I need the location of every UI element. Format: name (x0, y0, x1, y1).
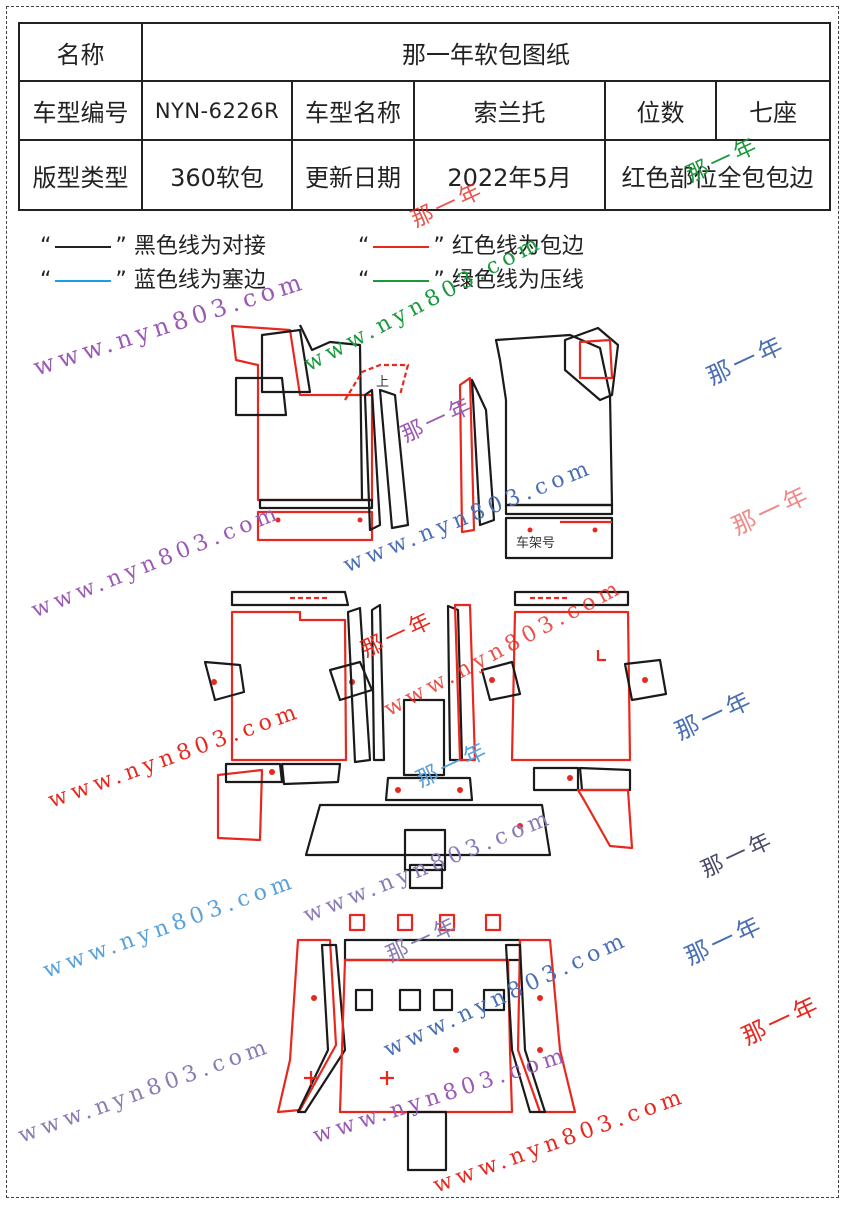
style-value: 360软包 (141, 139, 293, 211)
front-left-mat (230, 324, 374, 542)
frame-number-label: 车架号 (516, 535, 555, 551)
seats-label: 位数 (604, 80, 717, 141)
model-name-value: 索兰托 (413, 80, 606, 141)
legend-black-swatch (55, 246, 112, 248)
page-border (6, 6, 839, 1198)
note-value: 红色部位全包包边 (604, 139, 831, 211)
third-row-center-floor (338, 958, 514, 1172)
third-row-seat-cutouts (343, 913, 522, 1012)
second-row-right-mat (480, 590, 668, 762)
legend-green-text: 绿色线为压线 (451, 268, 584, 293)
name-label: 名称 (18, 22, 143, 82)
legend-black-text: 黑色线为对接 (133, 234, 266, 259)
legend-black: “” 黑色线为对接 (40, 234, 266, 259)
legend-red-swatch (373, 246, 430, 248)
legend-green-swatch (373, 280, 430, 282)
info-table: 名称 那一年软包图纸 车型编号 NYN-6226R 车型名称 索兰托 位数 七座… (18, 22, 831, 211)
up-direction-label: 上 (376, 375, 389, 390)
third-row-right-panel (504, 938, 577, 1114)
model-code-label: 车型编号 (18, 80, 143, 141)
legend-blue-swatch (55, 280, 112, 282)
legend-blue: “” 蓝色线为塞边 (40, 268, 266, 293)
style-label: 版型类型 (18, 139, 143, 211)
legend-blue-text: 蓝色线为塞边 (133, 268, 266, 293)
front-right-mat (494, 326, 620, 560)
third-row-left-panel (276, 938, 347, 1114)
second-row-left-mat (203, 590, 374, 764)
name-value: 那一年软包图纸 (141, 22, 831, 82)
legend-green: “” 绿色线为压线 (358, 268, 584, 293)
center-tunnel-strips (344, 363, 496, 534)
legend-red-text: 红色线为包边 (451, 234, 584, 259)
model-name-label: 车型名称 (291, 80, 415, 141)
legend-red: “” 红色线为包边 (358, 234, 584, 259)
seats-value: 七座 (715, 80, 831, 141)
update-value: 2022年5月 (413, 139, 606, 211)
second-row-center (370, 603, 477, 802)
second-row-rear-pieces (216, 762, 634, 890)
model-code-value: NYN-6226R (141, 80, 293, 141)
update-label: 更新日期 (291, 139, 415, 211)
